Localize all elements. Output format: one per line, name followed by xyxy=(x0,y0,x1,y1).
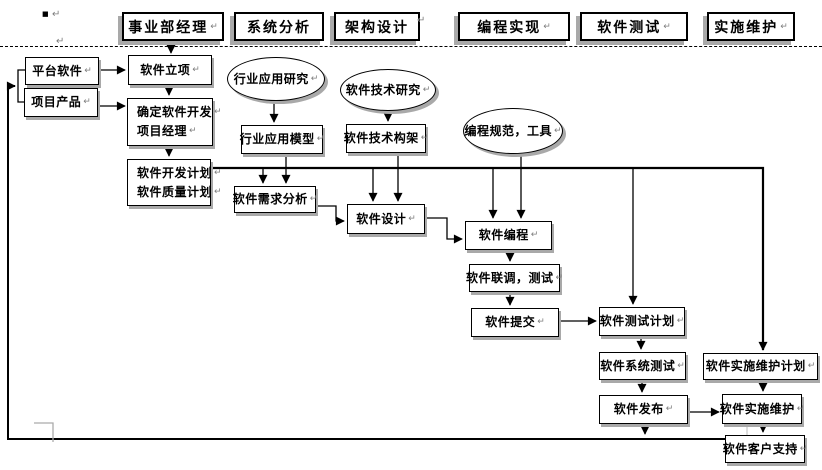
lane-divider-dashed-line xyxy=(0,46,822,47)
node-label: 软件系统测试 xyxy=(600,358,676,373)
lane-header-label: 架构设计 xyxy=(345,19,409,36)
paragraph-return-mark: ↵ xyxy=(537,317,545,327)
return-mark: ↵ xyxy=(56,36,65,47)
paragraph-return-mark: ↵ xyxy=(83,97,91,107)
paragraph-return-mark: ↵ xyxy=(530,230,539,240)
node-label: 软件实施维护计划 xyxy=(705,359,806,373)
paragraph-return-mark: ↵ xyxy=(316,134,325,144)
lane-header-sw-testing[interactable]: 软件测试↵ xyxy=(580,12,688,41)
connector-requirements-to-design xyxy=(314,205,345,226)
paragraph-return-mark: ↵ xyxy=(677,360,685,371)
paragraph-return-mark: ↵ xyxy=(214,186,222,197)
node-label: 软件技术研究 xyxy=(345,82,421,97)
node-system-test[interactable]: 软件系统测试↵ xyxy=(599,352,686,380)
node-software-submit[interactable]: 软件提交↵ xyxy=(471,308,559,337)
paragraph-return-mark: ↵ xyxy=(799,443,808,454)
node-label: 编程规范，工具 xyxy=(464,123,552,138)
node-label: 软件设计 xyxy=(356,211,407,226)
paragraph-return-mark: ↵ xyxy=(676,316,685,326)
lane-header-system-analysis[interactable]: 系统分析 xyxy=(234,12,324,41)
node-tech-research[interactable]: 软件技术研究↵ xyxy=(340,69,436,111)
paragraph-return-mark: ↵ xyxy=(663,21,671,32)
node-project-product[interactable]: 项目产品↵ xyxy=(24,88,98,117)
node-label: 行业应用模型 xyxy=(239,132,315,146)
node-label: 软件编程 xyxy=(478,228,529,242)
node-label: 软件开发计划 xyxy=(137,165,213,180)
lane-header-label: 系统分析 xyxy=(247,19,311,36)
paragraph-return-mark: ↵ xyxy=(189,126,197,136)
paragraph-return-mark: ↵ xyxy=(420,133,429,143)
node-label: 项目经理 xyxy=(137,124,188,138)
paragraph-return-mark: ↵ xyxy=(665,404,674,414)
lane-header-bu-manager[interactable]: 事业部经理↵ xyxy=(122,12,224,41)
node-label: 确定软件开发 xyxy=(137,105,213,119)
return-mark: ↵ xyxy=(52,9,61,20)
node-industry-model[interactable]: 行业应用模型↵ xyxy=(239,125,325,154)
node-software-design[interactable]: 软件设计↵ xyxy=(347,204,425,234)
node-label: 项目产品 xyxy=(31,95,82,109)
node-requirements[interactable]: 软件需求分析↵ xyxy=(232,186,318,213)
paragraph-return-mark: ↵ xyxy=(543,21,551,32)
paragraph-return-mark: ↵ xyxy=(807,361,816,371)
node-coding-standards[interactable]: 编程规范，工具↵ xyxy=(463,108,563,154)
node-label: 软件需求分析 xyxy=(232,192,308,206)
paragraph-return-mark: ↵ xyxy=(309,194,318,204)
lane-header-programming[interactable]: 编程实现↵ xyxy=(458,12,570,41)
node-assign-pm[interactable]: 确定软件开发↵项目经理↵ xyxy=(127,98,222,146)
node-label: 软件技术构架 xyxy=(343,131,419,145)
node-label: 软件实施维护 xyxy=(719,401,795,416)
paragraph-return-mark: ↵ xyxy=(408,213,416,224)
node-platform-software[interactable]: 平台软件↵ xyxy=(25,57,99,85)
paragraph-return-mark: ↵ xyxy=(214,107,222,117)
connector-source-bracket xyxy=(17,69,27,103)
connector-plan-main-line xyxy=(209,166,768,351)
node-tech-architecture[interactable]: 软件技术构架↵ xyxy=(343,124,429,153)
node-label: 软件提交 xyxy=(485,315,536,329)
lane-header-label: 实施维护 xyxy=(714,19,779,36)
node-customer-support[interactable]: 软件客户支持↵ xyxy=(722,435,808,463)
paragraph-return-mark: ↵ xyxy=(555,272,564,283)
node-industry-research[interactable]: 行业应用研究↵ xyxy=(227,57,325,101)
node-software-release[interactable]: 软件发布↵ xyxy=(599,395,688,424)
connector-design-to-coding xyxy=(423,217,463,244)
node-impl-maint-plan[interactable]: 软件实施维护计划↵ xyxy=(703,353,818,380)
node-joint-debug-test[interactable]: 软件联调，测试↵ xyxy=(465,264,564,292)
node-label: 平台软件 xyxy=(32,63,83,78)
bullet-mark: ■ xyxy=(42,10,49,18)
node-impl-maintenance[interactable]: 软件实施维护↵ xyxy=(719,394,805,424)
node-software-coding[interactable]: 软件编程↵ xyxy=(465,221,552,250)
paragraph-return-mark: ↵ xyxy=(796,403,805,414)
return-mark: ↵ xyxy=(417,15,426,26)
node-label: 软件发布 xyxy=(613,402,664,416)
node-label: 软件立项 xyxy=(140,62,191,77)
node-label: 行业应用研究 xyxy=(233,71,309,86)
paragraph-return-mark: ↵ xyxy=(84,65,92,76)
paragraph-return-mark: ↵ xyxy=(422,84,431,95)
node-dev-quality-plan[interactable]: 软件开发计划↵软件质量计划↵ xyxy=(127,159,222,206)
paragraph-return-mark: ↵ xyxy=(780,21,788,32)
lane-header-label: 编程实现 xyxy=(477,19,542,36)
node-label: 软件测试计划 xyxy=(599,314,675,328)
node-label: 软件质量计划 xyxy=(137,184,213,199)
node-project-initiation[interactable]: 软件立项↵ xyxy=(128,55,212,85)
node-label: 软件客户支持 xyxy=(722,441,798,456)
connector-feedback-loop xyxy=(6,81,725,440)
connector-gray-elbow xyxy=(34,422,54,442)
lane-header-label: 软件测试 xyxy=(597,19,662,36)
lane-header-arch-design[interactable]: 架构设计 xyxy=(334,12,420,41)
lane-header-label: 事业部经理 xyxy=(128,19,209,36)
node-test-plan[interactable]: 软件测试计划↵ xyxy=(599,307,685,336)
paragraph-return-mark: ↵ xyxy=(192,64,200,75)
paragraph-return-mark: ↵ xyxy=(214,167,222,178)
paragraph-return-mark: ↵ xyxy=(310,73,319,84)
lane-header-impl-maint[interactable]: 实施维护↵ xyxy=(707,12,795,41)
paragraph-return-mark: ↵ xyxy=(210,21,218,32)
node-label: 软件联调，测试 xyxy=(465,270,554,285)
paragraph-return-mark: ↵ xyxy=(553,125,562,136)
